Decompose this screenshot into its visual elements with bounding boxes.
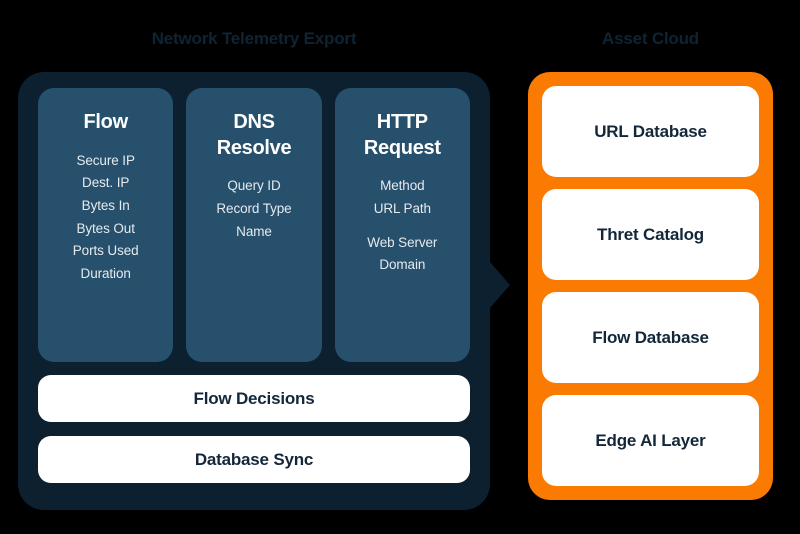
title-line: DNS — [233, 111, 275, 133]
field-item: Dest. IP — [82, 175, 130, 191]
telemetry-card-fields: Secure IP Dest. IP Bytes In Bytes Out Po… — [48, 150, 163, 286]
field-item: Domain — [379, 257, 426, 273]
title-line: HTTP — [376, 111, 428, 133]
right-section-title: Asset Cloud — [602, 29, 699, 48]
telemetry-column-group: Flow Secure IP Dest. IP Bytes In Bytes O… — [38, 88, 470, 362]
field-item: Bytes In — [81, 197, 130, 213]
telemetry-card-fields: Method URL Path Web Server Domain — [345, 175, 460, 277]
telemetry-card-http-request[interactable]: HTTP Request Method URL Path Web Server … — [334, 88, 470, 362]
telemetry-card-dns-resolve[interactable]: DNS Resolve Query ID Record Type Name — [186, 88, 322, 362]
network-telemetry-export-panel: Flow Secure IP Dest. IP Bytes In Bytes O… — [18, 72, 490, 510]
bar-flow-decisions[interactable]: Flow Decisions — [38, 375, 470, 422]
field-item: Secure IP — [76, 152, 135, 168]
telemetry-card-title: HTTP Request — [345, 110, 460, 161]
bar-database-sync[interactable]: Database Sync — [38, 436, 470, 483]
telemetry-card-title: Flow — [48, 110, 163, 136]
telemetry-card-fields: Query ID Record Type Name — [196, 175, 311, 243]
telemetry-bar-group: Flow Decisions Database Sync — [38, 375, 470, 483]
field-item: Method — [380, 178, 425, 194]
title-line: Resolve — [216, 136, 292, 159]
telemetry-card-title: DNS Resolve — [196, 110, 311, 161]
field-item: Web Server — [367, 234, 438, 250]
asset-card-thret-catalog[interactable]: Thret Catalog — [542, 189, 759, 280]
field-item: Record Type — [216, 200, 292, 216]
field-item: Query ID — [227, 178, 281, 194]
left-section-title: Network Telemetry Export — [151, 29, 357, 48]
asset-card-url-database[interactable]: URL Database — [542, 86, 759, 177]
telemetry-card-flow[interactable]: Flow Secure IP Dest. IP Bytes In Bytes O… — [38, 88, 174, 362]
title-line: Request — [363, 136, 441, 159]
asset-cloud-panel: URL Database Thret Catalog Flow Database… — [528, 72, 773, 500]
arrow-right-icon — [489, 261, 510, 309]
asset-card-edge-ai-layer[interactable]: Edge AI Layer — [542, 395, 759, 486]
field-spacer — [345, 221, 460, 232]
title-line: Flow — [83, 111, 128, 133]
field-item: Ports Used — [72, 243, 139, 259]
field-item: Name — [236, 223, 272, 239]
asset-card-flow-database[interactable]: Flow Database — [542, 292, 759, 383]
field-item: URL Path — [373, 200, 431, 216]
field-item: Duration — [80, 265, 131, 281]
field-item: Bytes Out — [76, 220, 135, 236]
